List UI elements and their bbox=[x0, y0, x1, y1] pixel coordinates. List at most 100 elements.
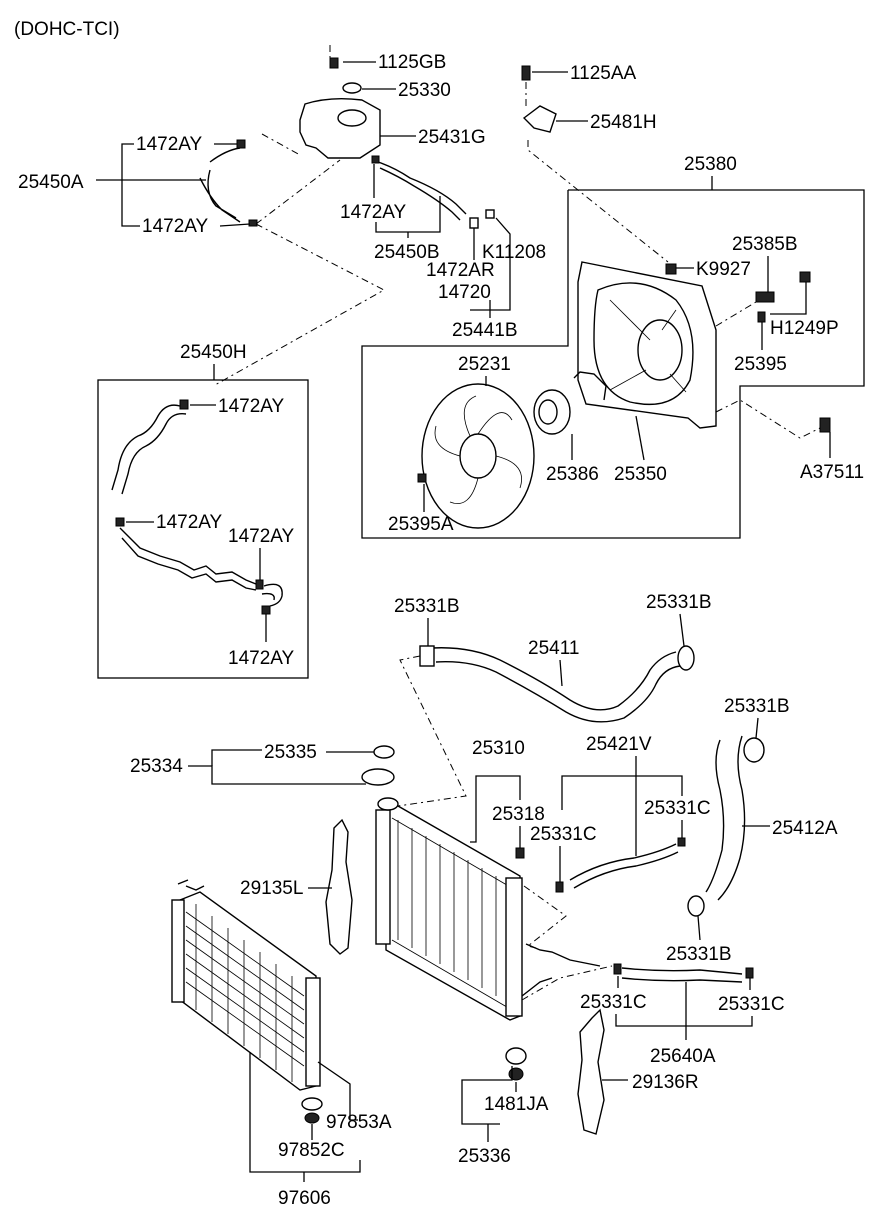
clip-K11208 bbox=[485, 209, 495, 219]
clamp-25331C-a bbox=[677, 837, 686, 847]
radiator-left-tank bbox=[375, 809, 391, 945]
drain-plug-25336 bbox=[505, 1047, 527, 1065]
label-25331C-d: 25331C bbox=[718, 994, 785, 1015]
label-25318: 25318 bbox=[492, 804, 545, 825]
bolt-A37511 bbox=[819, 417, 831, 433]
hose-25640A-group bbox=[613, 963, 754, 983]
pipe-25450H-lower bbox=[119, 527, 257, 591]
clamp-1472AY-c bbox=[371, 155, 380, 164]
clamp-25331B-c bbox=[743, 737, 765, 763]
hose-25450A bbox=[199, 147, 241, 223]
label-25331C-a: 25331C bbox=[644, 798, 711, 819]
label-25331C-c: 25331C bbox=[580, 992, 647, 1013]
label-25450B: 25450B bbox=[374, 242, 440, 263]
lower-hose-25412A bbox=[705, 735, 746, 901]
seal-1481JA bbox=[508, 1067, 524, 1081]
radiator-core bbox=[385, 805, 521, 1021]
label-25411: 25411 bbox=[528, 638, 579, 659]
label-25331C-b: 25331C bbox=[530, 824, 597, 845]
bolt-1125GB bbox=[329, 57, 339, 69]
label-1472AY-c: 1472AY bbox=[340, 202, 407, 223]
label-97852C: 97852C bbox=[278, 1140, 345, 1161]
label-25334: 25334 bbox=[130, 756, 183, 777]
radiator-right-tank bbox=[505, 877, 523, 1017]
label-1125GB: 1125GB bbox=[378, 52, 446, 73]
label-25395: 25395 bbox=[734, 354, 787, 375]
plug-25318 bbox=[515, 847, 525, 859]
group-box-25450H bbox=[97, 379, 309, 679]
clamp-25331B-b bbox=[677, 645, 695, 671]
label-1472AY-d: 1472AY bbox=[218, 396, 285, 417]
clamp-1472AY-e bbox=[115, 517, 125, 527]
reservoir-neck bbox=[337, 109, 367, 127]
resistor-25385B bbox=[755, 291, 775, 303]
label-25450H: 25450H bbox=[180, 342, 247, 363]
upper-hose-25411-group bbox=[397, 645, 695, 807]
label-29136R: 29136R bbox=[632, 1072, 699, 1093]
clamp-25331B-a bbox=[419, 645, 435, 667]
reservoir-tank bbox=[299, 97, 381, 159]
condenser-97606-group bbox=[171, 879, 323, 1124]
label-25330: 25330 bbox=[398, 80, 451, 101]
label-25336: 25336 bbox=[458, 1146, 511, 1167]
air-guard-29135L bbox=[325, 818, 353, 955]
clamp-1472AY-d bbox=[179, 399, 189, 410]
label-K9927: K9927 bbox=[696, 259, 751, 280]
label-14720: 14720 bbox=[438, 282, 491, 303]
label-1472AY-e: 1472AY bbox=[156, 512, 223, 533]
label-25386: 25386 bbox=[546, 464, 599, 485]
screw-25395A bbox=[417, 473, 427, 483]
label-K11208: K11208 bbox=[482, 242, 546, 263]
label-1125AA: 1125AA bbox=[570, 63, 637, 84]
label-97606: 97606 bbox=[278, 1188, 331, 1209]
hose-25421V bbox=[569, 843, 679, 889]
clamp-25331C-d bbox=[745, 967, 754, 979]
label-25380: 25380 bbox=[684, 154, 737, 175]
condenser-receiver-drier bbox=[305, 977, 321, 1087]
radiator-filler-neck bbox=[377, 797, 399, 811]
reservoir-tank-group bbox=[199, 45, 495, 386]
label-1472AR: 1472AR bbox=[426, 260, 495, 281]
label-25331B-b: 25331B bbox=[646, 592, 712, 613]
bracket-25481H bbox=[522, 105, 557, 133]
plug-97853A bbox=[301, 1097, 323, 1111]
o-ring-97852C bbox=[304, 1112, 320, 1124]
label-1472AY-g: 1472AY bbox=[228, 648, 295, 669]
label-25481H: 25481H bbox=[590, 112, 657, 133]
label-97853A: 97853A bbox=[326, 1112, 392, 1133]
shroud-motor-mount bbox=[637, 319, 683, 381]
hose-25450H-upper bbox=[111, 404, 187, 495]
bolt-1125AA bbox=[521, 65, 531, 81]
label-25441B: 25441B bbox=[452, 320, 518, 341]
label-25395A: 25395A bbox=[388, 514, 454, 535]
label-25310: 25310 bbox=[472, 738, 525, 759]
label-25412A: 25412A bbox=[772, 818, 838, 839]
label-25331B-c: 25331B bbox=[724, 696, 790, 717]
label-25431G: 25431G bbox=[418, 127, 486, 148]
clamp-25331C-b bbox=[555, 881, 564, 893]
label-1472AY-b: 1472AY bbox=[142, 216, 209, 237]
upper-hose-25411 bbox=[431, 647, 681, 723]
label-A37511: A37511 bbox=[800, 462, 864, 483]
label-25331B-d: 25331B bbox=[666, 944, 732, 965]
fan-blade-25231 bbox=[421, 383, 535, 529]
screw-25395 bbox=[757, 311, 766, 323]
label-1472AY-a: 1472AY bbox=[136, 134, 203, 155]
clamp-25331C-c bbox=[613, 963, 622, 975]
engine-variant-label: (DOHC-TCI) bbox=[14, 19, 120, 40]
label-25350: 25350 bbox=[614, 464, 667, 485]
label-25231: 25231 bbox=[458, 354, 511, 375]
clip-1472AR bbox=[469, 217, 479, 229]
clamp-1472AY-a bbox=[236, 139, 246, 149]
radiator-cap-25334 bbox=[361, 768, 395, 786]
label-25385B: 25385B bbox=[732, 234, 798, 255]
hose-25450B-curve bbox=[371, 159, 467, 215]
label-1481JA: 1481JA bbox=[484, 1094, 549, 1115]
clamp-25331B-d bbox=[687, 895, 705, 917]
clip-K9927 bbox=[665, 263, 677, 275]
bolt-H1249P bbox=[799, 271, 811, 283]
fan-shroud-group bbox=[361, 65, 865, 539]
clamp-1472AY-b bbox=[248, 219, 258, 227]
reservoir-cap-25330 bbox=[342, 82, 362, 94]
group-box-25380 bbox=[361, 189, 865, 539]
